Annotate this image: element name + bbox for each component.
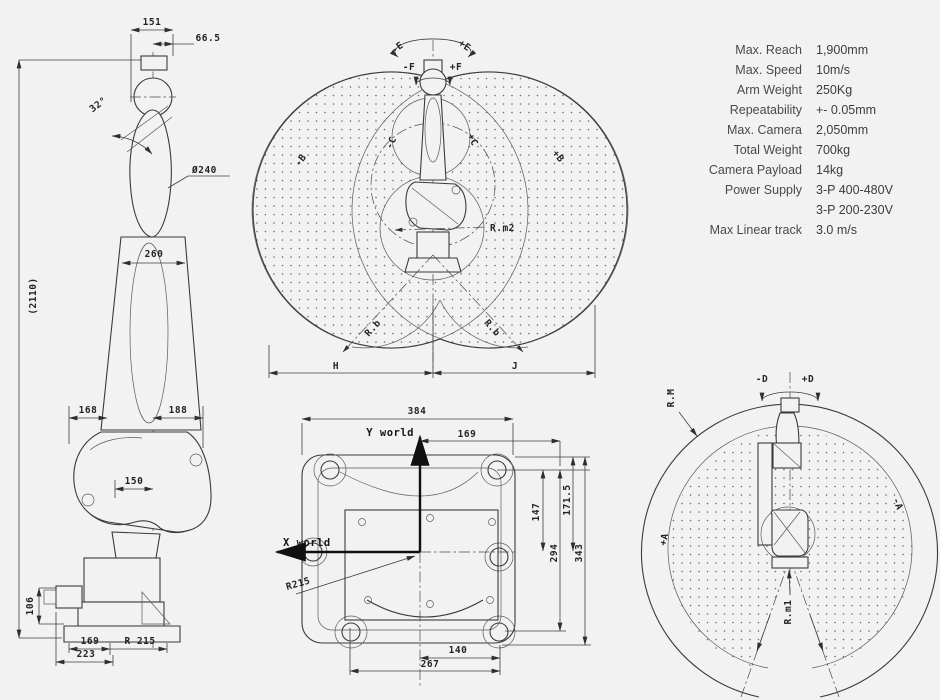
spec-label: Max Linear track: [709, 223, 802, 237]
dim-left-arm: 168: [79, 405, 98, 416]
spec-table: Max. Reach 1,900mm Max. Speed 10m/s Arm …: [690, 40, 936, 240]
dim-base-radius: R 215: [124, 636, 155, 647]
axis-x-label: X world: [283, 537, 331, 549]
spec-value: 700kg: [816, 143, 851, 157]
label-e-neg: -E: [389, 40, 406, 56]
label-e-pos: +E: [456, 38, 473, 54]
dim-j: J: [512, 361, 518, 372]
spec-label: Max. Speed: [735, 63, 802, 77]
dim-base-left: 169: [81, 636, 100, 647]
spec-value: 250Kg: [816, 83, 853, 97]
label-f-pos: +F: [450, 62, 462, 73]
label-r-m: R.M: [666, 389, 677, 408]
label-r-m1: R.m1: [783, 600, 794, 625]
dim-140: 140: [449, 645, 468, 656]
dim-offset-169: 169: [458, 429, 477, 440]
dim-forearm: 150: [125, 476, 144, 487]
dim-343: 343: [574, 544, 585, 563]
spec-label: Repeatability: [729, 103, 802, 117]
dim-total-height: (2110): [28, 277, 39, 314]
dim-plate-width: 384: [408, 406, 427, 417]
spec-value: 10m/s: [816, 63, 851, 77]
dim-hole-147: 147: [531, 503, 542, 522]
dim-h: H: [333, 361, 339, 372]
dim-diameter: Ø240: [191, 165, 217, 176]
label-a-pos: +A: [658, 532, 671, 546]
base-plan-view: X world Y world 384 169 147 294 171.5 34…: [274, 406, 591, 688]
dim-294: 294: [549, 544, 560, 563]
dim-angle: 32°: [88, 95, 110, 115]
spec-value: 1,900mm: [816, 43, 869, 57]
spec-label: Max. Reach: [735, 43, 802, 57]
spec-value: 2,050mm: [816, 123, 869, 137]
spec-label: Power Supply: [724, 183, 802, 197]
label-c-neg: -C: [384, 135, 399, 151]
dim-top-width: 151: [143, 17, 162, 28]
spec-label: Arm Weight: [736, 83, 802, 97]
spec-label: [690, 200, 802, 220]
spec-label: Max. Camera: [726, 123, 802, 137]
spec-value: 14kg: [816, 163, 844, 177]
label-d-pos: +D: [802, 374, 814, 385]
spec-value: 3-P 400-480V: [816, 183, 893, 197]
dim-171-5: 171.5: [562, 484, 573, 515]
spec-label: Camera Payload: [708, 163, 802, 177]
spec-label: Total Weight: [733, 143, 802, 157]
axis-y-label: Y world: [366, 427, 414, 439]
dim-base-height: 106: [25, 597, 36, 616]
top-work-envelope: -E +E -F +F -B +B -C +C R.m2 R.b R.b H J: [251, 38, 629, 378]
side-work-envelope: -D +D R.M +A -A R.m1: [640, 372, 939, 700]
spec-value: 3.0 m/s: [816, 223, 857, 237]
spec-value: +- 0.05mm: [816, 103, 877, 117]
spec-value: 3-P 200-230V: [816, 203, 893, 217]
dim-body-width: 260: [145, 249, 164, 260]
dim-wrist-offset: 66.5: [196, 33, 221, 44]
dim-base-width: 223: [77, 649, 96, 660]
label-d-neg: -D: [756, 374, 768, 385]
dim-right-arm: 188: [169, 405, 188, 416]
label-c-pos: +C: [465, 132, 480, 148]
label-a-neg: -A: [890, 496, 905, 512]
label-r-m2: R.m2: [490, 223, 515, 234]
side-view: (2110) 151 66.5 32° Ø240 260 168: [16, 17, 230, 666]
dim-267: 267: [421, 659, 440, 670]
label-f-neg: -F: [403, 62, 415, 73]
